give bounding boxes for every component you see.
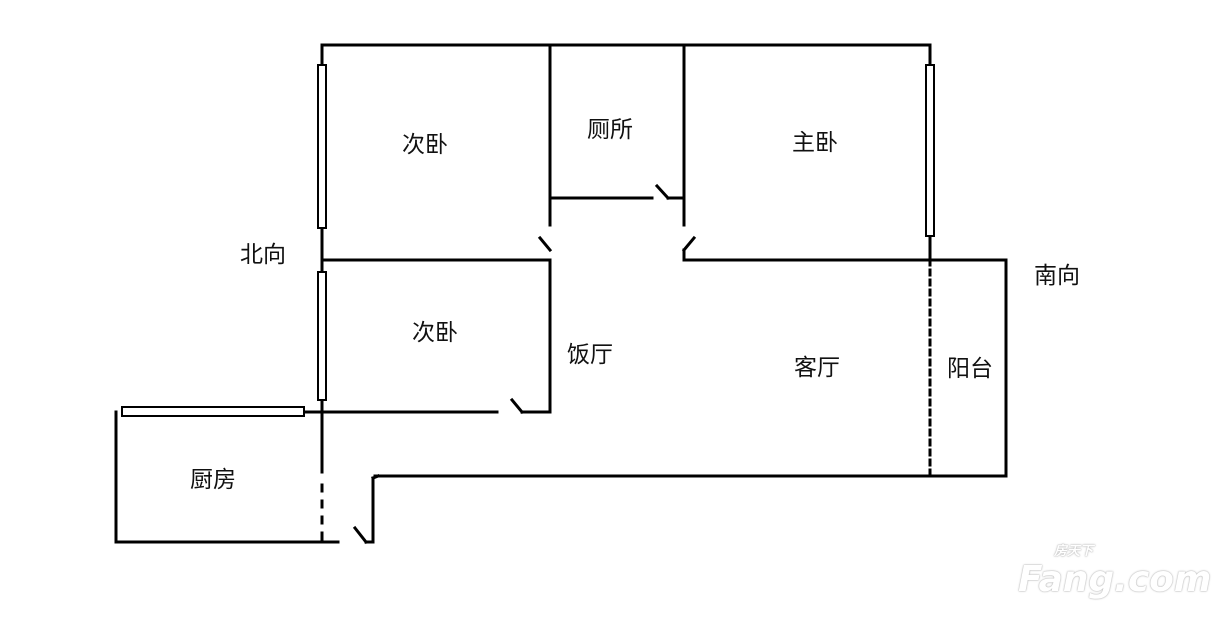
door-swing (509, 397, 525, 415)
door-swing (681, 235, 697, 253)
room-label-balcony: 阳台 (947, 356, 993, 382)
watermark-chinese: 房天下 (1054, 544, 1094, 559)
room-label-second-bedroom-2: 次卧 (412, 320, 458, 346)
room-label-kitchen: 厨房 (190, 467, 236, 493)
door-swing (654, 183, 671, 201)
room-label-dining-room: 饭厅 (567, 342, 613, 368)
watermark-logo: 房天下 Fang.com (1018, 544, 1211, 601)
window (317, 64, 327, 229)
room-label-toilet: 厕所 (587, 117, 633, 143)
window (925, 64, 935, 237)
watermark-brand: Fang.com (1018, 559, 1212, 600)
room-label-second-bedroom: 次卧 (402, 132, 448, 158)
wall-entry-h (371, 474, 380, 480)
window (317, 271, 327, 401)
door-swing (537, 235, 553, 253)
orientation-north: 北向 (240, 242, 286, 268)
room-label-living-room: 客厅 (794, 355, 840, 381)
room-label-master-bedroom: 主卧 (792, 130, 838, 156)
orientation-south: 南向 (1034, 263, 1080, 289)
window (121, 406, 305, 417)
door-swing (352, 525, 369, 545)
